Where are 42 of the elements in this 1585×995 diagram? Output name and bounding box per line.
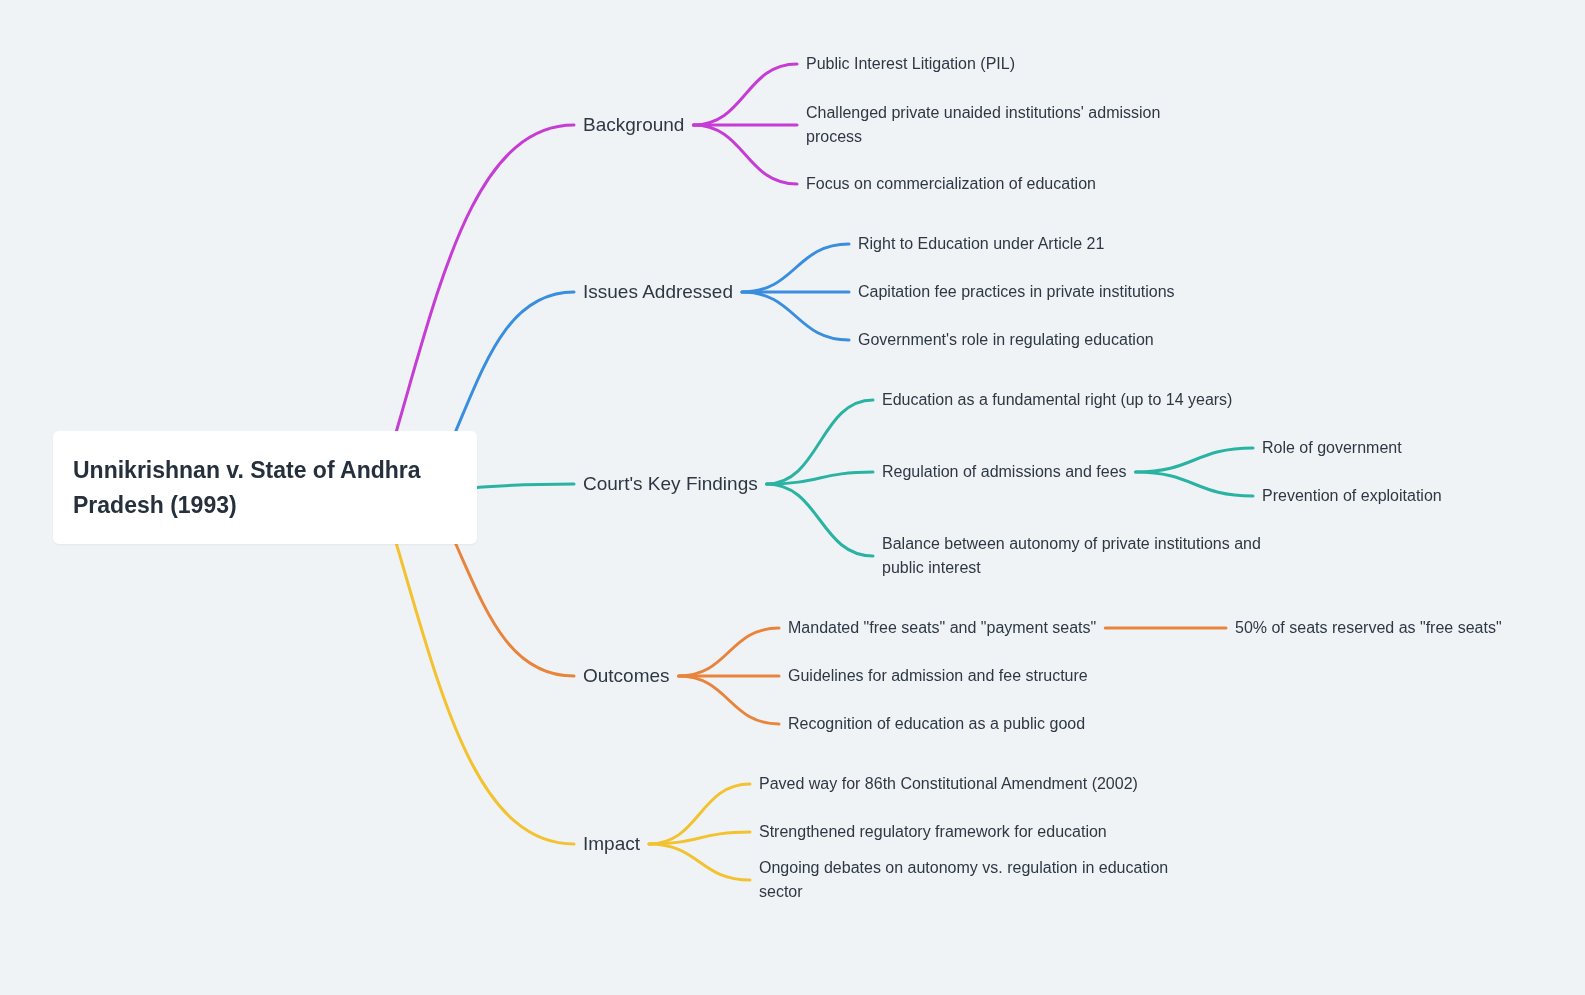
topic-label: Focus on commercialization of education xyxy=(806,172,1096,196)
connector-line xyxy=(677,674,781,726)
branch-label: Background xyxy=(583,112,685,138)
topic-label: Mandated "free seats" and "payment seats" xyxy=(788,616,1097,640)
connector-line xyxy=(1134,470,1255,498)
connector-line xyxy=(647,830,752,846)
connector-line xyxy=(394,542,576,846)
topic-label: Capitation fee practices in private institutions xyxy=(858,280,1175,304)
topic-label: Government's role in regulating education xyxy=(858,328,1154,352)
branch-label: Court's Key Findings xyxy=(583,471,758,497)
connector-line xyxy=(454,290,576,433)
topic-label: 50% of seats reserved as "free seats" xyxy=(1235,616,1502,640)
connector-line xyxy=(691,123,799,186)
branch-label: Impact xyxy=(583,831,641,857)
topic-label: Right to Education under Article 21 xyxy=(858,232,1105,256)
topic-label: Role of government xyxy=(1262,436,1402,460)
topic-label: Balance between autonomy of private institutions and public interest xyxy=(882,532,1302,580)
topic-label: Challenged private unaided institutions' admission process xyxy=(806,101,1196,149)
branch-label: Outcomes xyxy=(583,663,670,689)
topic-label: Paved way for 86th Constitutional Amendment (2002) xyxy=(759,772,1138,796)
connector-line xyxy=(740,290,851,342)
connector-line xyxy=(1103,626,1228,630)
topic-label: Recognition of education as a public good xyxy=(788,712,1086,736)
connector-line xyxy=(740,242,851,294)
connector-line xyxy=(691,62,799,127)
connector-line xyxy=(677,626,781,678)
connector-line xyxy=(1134,446,1255,474)
connector-line xyxy=(475,482,576,489)
connector-line xyxy=(647,842,752,882)
branch-label: Issues Addressed xyxy=(583,279,733,305)
topic-label: Strengthened regulatory framework for education xyxy=(759,820,1107,844)
connector-line xyxy=(454,542,576,678)
connector-line xyxy=(765,470,875,486)
connector-line xyxy=(765,482,875,558)
connector-line xyxy=(394,123,576,433)
topic-label: Prevention of exploitation xyxy=(1262,484,1442,508)
topic-label: Public Interest Litigation (PIL) xyxy=(806,52,1015,76)
topic-label: Ongoing debates on autonomy vs. regulation in education sector xyxy=(759,856,1204,904)
topic-label: Regulation of admissions and fees xyxy=(882,460,1127,484)
title-box: Unnikrishnan v. State of Andhra Pradesh (1993) xyxy=(53,431,477,544)
topic-label: Education as a fundamental right (up to 14 years) xyxy=(882,388,1233,412)
topic-label: Guidelines for admission and fee structure xyxy=(788,664,1088,688)
